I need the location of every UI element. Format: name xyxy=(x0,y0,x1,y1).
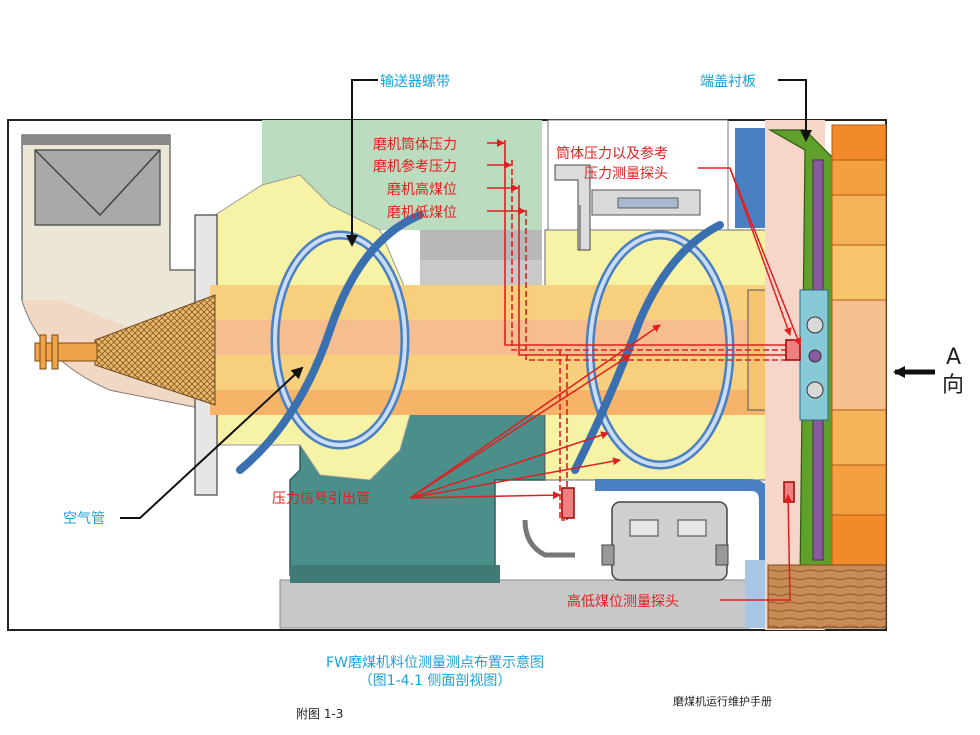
right-drum xyxy=(544,119,768,481)
label-end-cover-liner: 端盖衬板 xyxy=(700,74,756,90)
caption-subtitle: （图1-4.1 侧面剖视图） xyxy=(358,673,512,689)
caption-title: FW磨煤机料位测量测点布置示意图 xyxy=(326,655,544,671)
direction-a-letter: A xyxy=(946,345,962,370)
pressure-signal-lines xyxy=(504,140,801,521)
label-air-pipe: 空气管 xyxy=(63,511,105,527)
label-mill-cylinder-pressure: 磨机筒体压力 xyxy=(373,137,457,153)
label-mill-reference-pressure: 磨机参考压力 xyxy=(373,159,457,175)
label-screw-conveyor: 输送器螺带 xyxy=(380,74,450,90)
label-coal-level-probe: 高低煤位测量探头 xyxy=(567,594,679,610)
blue-duct xyxy=(595,128,771,628)
leader-lines xyxy=(120,79,935,601)
figure-number: 附图 1-3 xyxy=(296,707,344,721)
label-pressure-signal-pipe: 压力信号引出管 xyxy=(272,491,370,507)
bearing-block xyxy=(522,501,729,581)
label-cylinder-pressure-ref-2: 压力测量探头 xyxy=(584,166,668,182)
direction-a-char: 向 xyxy=(942,373,965,398)
manual-name: 磨煤机运行维护手册 xyxy=(673,695,772,708)
label-mill-low-coal-level: 磨机低煤位 xyxy=(387,205,457,221)
mill-shell-liner xyxy=(767,124,887,629)
label-mill-high-coal-level: 磨机高煤位 xyxy=(387,182,457,198)
label-cylinder-pressure-ref-1: 筒体压力以及参考 xyxy=(556,146,668,162)
air-pipe xyxy=(34,294,216,406)
